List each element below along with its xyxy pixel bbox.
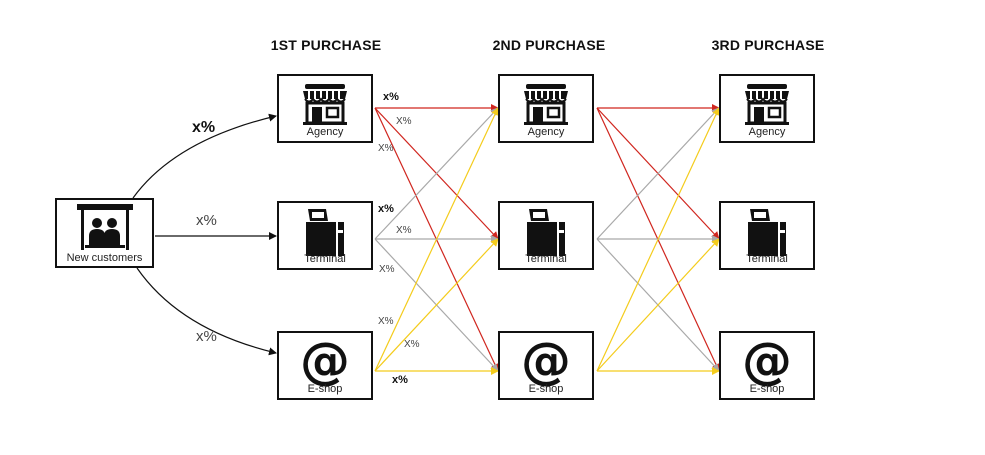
entry-label-terminal: x% xyxy=(196,212,217,229)
entry-label-agency: x% xyxy=(192,119,216,136)
column-title-1st-purchase: 1ST PURCHASE xyxy=(270,37,382,53)
eshop-to-eshop-label: x% xyxy=(392,374,408,386)
terminal-to-terminal-label: x% xyxy=(378,203,394,215)
terminal-icon xyxy=(527,209,565,256)
edge-eshop-to-agency-stage-1 xyxy=(374,107,499,372)
eshop-to-terminal-label: X% xyxy=(404,339,420,350)
agency-label-2: Agency xyxy=(527,126,565,138)
eshop-node-1: @ E-shop xyxy=(277,331,373,400)
terminal-node-1: Terminal xyxy=(277,201,373,270)
agency-label-1: Agency xyxy=(306,126,344,138)
at-icon: @ xyxy=(521,332,571,390)
eshop-node-2: @ E-shop xyxy=(498,331,594,400)
waiting-customers-icon xyxy=(76,204,133,250)
new-customers-label: New customers xyxy=(66,252,143,264)
edge-eshop-to-terminal-stage-2 xyxy=(596,238,720,372)
terminal-node-3: Terminal xyxy=(719,201,815,270)
store-icon xyxy=(303,84,347,125)
terminal-icon xyxy=(306,209,344,256)
agency-to-terminal-label: X% xyxy=(396,116,412,127)
eshop-label-2: E-shop xyxy=(528,383,564,395)
agency-node-3: Agency xyxy=(719,74,815,143)
edge-eshop-to-terminal-stage-1 xyxy=(374,238,499,372)
agency-label-3: Agency xyxy=(748,126,786,138)
eshop-to-agency-label: X% xyxy=(378,316,394,327)
terminal-label-2: Terminal xyxy=(525,253,567,265)
eshop-node-3: @ E-shop xyxy=(719,331,815,400)
edge-new-customers-to-agency xyxy=(132,113,277,199)
column-title-2nd-purchase: 2ND PURCHASE xyxy=(492,37,606,53)
terminal-to-agency-label: X% xyxy=(396,225,412,236)
entry-label-eshop: x% xyxy=(196,328,217,345)
terminal-label-3: Terminal xyxy=(746,253,788,265)
terminal-to-eshop-label: X% xyxy=(379,264,395,275)
eshop-label-1: E-shop xyxy=(307,383,343,395)
agency-node-2: Agency xyxy=(498,74,594,143)
terminal-icon xyxy=(748,209,786,256)
agency-to-eshop-label: X% xyxy=(378,143,394,154)
new-customers-node: New customers xyxy=(55,198,154,268)
terminal-label-1: Terminal xyxy=(304,253,346,265)
edge-eshop-to-agency-stage-2 xyxy=(596,107,720,372)
column-title-3rd-purchase: 3RD PURCHASE xyxy=(711,37,825,53)
at-icon: @ xyxy=(300,332,350,390)
edge-terminal-to-agency-stage-2 xyxy=(596,107,720,240)
store-icon xyxy=(524,84,568,125)
at-icon: @ xyxy=(742,332,792,390)
terminal-node-2: Terminal xyxy=(498,201,594,270)
eshop-label-3: E-shop xyxy=(749,383,785,395)
edge-new-customers-to-eshop xyxy=(136,267,277,356)
agency-to-agency-label: x% xyxy=(383,91,399,103)
edge-terminal-to-agency-stage-1 xyxy=(374,107,499,240)
agency-node-1: Agency xyxy=(277,74,373,143)
store-icon xyxy=(745,84,789,125)
